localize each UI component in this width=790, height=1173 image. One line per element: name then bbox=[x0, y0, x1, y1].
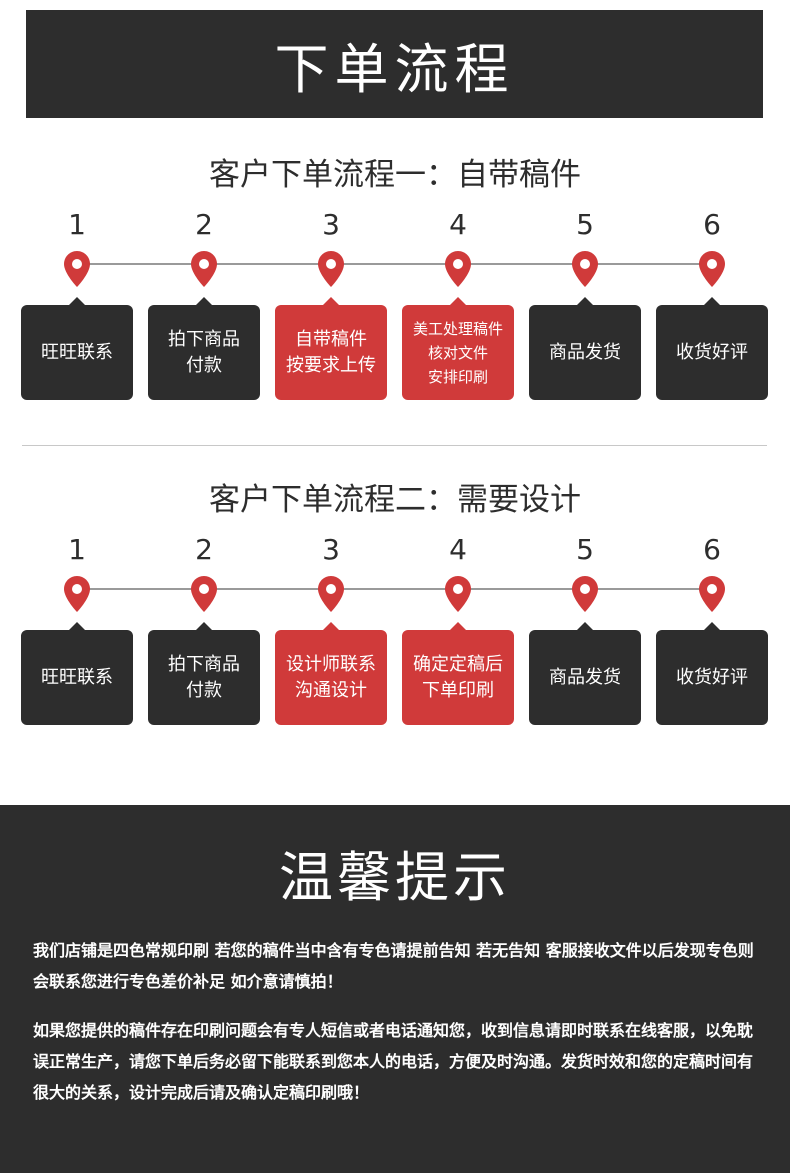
location-pin-icon bbox=[699, 251, 725, 287]
location-pin-icon bbox=[191, 251, 217, 287]
location-pin-icon bbox=[191, 576, 217, 612]
notice-section: 温馨提示 我们店铺是四色常规印刷 若您的稿件当中含有专色请提前告知 若无告知 客… bbox=[0, 805, 790, 1173]
step-label: 确定定稿后 下单印刷 bbox=[402, 622, 514, 725]
step-number: 6 bbox=[703, 208, 721, 241]
flow-title: 客户下单流程一：自带稿件 bbox=[209, 157, 581, 193]
step-label: 旺旺联系 bbox=[21, 622, 133, 725]
flow-step: 4 确定定稿后 下单印刷 bbox=[402, 533, 514, 725]
location-pin-icon bbox=[318, 576, 344, 612]
notice-paragraph: 如果您提供的稿件存在印刷问题会有专人短信或者电话通知您，收到信息请即时联系在线客… bbox=[33, 1021, 754, 1102]
step-label: 美工处理稿件 核对文件 安排印刷 bbox=[402, 297, 514, 400]
notice-paragraph: 我们店铺是四色常规印刷 若您的稿件当中含有专色请提前告知 若无告知 客服接收文件… bbox=[33, 941, 754, 991]
step-label: 自带稿件 按要求上传 bbox=[275, 297, 387, 400]
step-number: 1 bbox=[68, 533, 86, 566]
location-pin-icon bbox=[64, 251, 90, 287]
location-pin-icon bbox=[64, 576, 90, 612]
step-number: 3 bbox=[322, 208, 340, 241]
step-number: 2 bbox=[195, 533, 213, 566]
flow-title: 客户下单流程二：需要设计 bbox=[209, 482, 581, 518]
flow-step: 2 拍下商品 付款 bbox=[148, 533, 260, 725]
notice-title: 温馨提示 bbox=[279, 846, 511, 909]
flow-step: 1 旺旺联系 bbox=[21, 533, 133, 725]
flow-step: 3 自带稿件 按要求上传 bbox=[275, 208, 387, 400]
location-pin-icon bbox=[699, 576, 725, 612]
flow-step: 4 美工处理稿件 核对文件 安排印刷 bbox=[402, 208, 514, 400]
location-pin-icon bbox=[572, 576, 598, 612]
step-label: 设计师联系 沟通设计 bbox=[275, 622, 387, 725]
step-number: 5 bbox=[576, 208, 594, 241]
step-number: 4 bbox=[449, 208, 467, 241]
page-title: 下单流程 bbox=[274, 37, 515, 101]
location-pin-icon bbox=[445, 251, 471, 287]
flow-step: 5 商品发货 bbox=[529, 533, 641, 725]
step-label: 收货好评 bbox=[656, 297, 768, 400]
flow-step: 6 收货好评 bbox=[656, 533, 768, 725]
section-divider bbox=[22, 445, 767, 446]
step-number: 1 bbox=[68, 208, 86, 241]
flow-one: 客户下单流程一：自带稿件 1 旺旺联系 2 拍下商品 付款 3 自带稿件 按要求… bbox=[0, 155, 790, 425]
timeline-line bbox=[75, 263, 709, 265]
step-label: 收货好评 bbox=[656, 622, 768, 725]
flow-step: 1 旺旺联系 bbox=[21, 208, 133, 400]
step-number: 3 bbox=[322, 533, 340, 566]
step-label: 拍下商品 付款 bbox=[148, 297, 260, 400]
location-pin-icon bbox=[445, 576, 471, 612]
step-number: 4 bbox=[449, 533, 467, 566]
step-number: 5 bbox=[576, 533, 594, 566]
step-number: 6 bbox=[703, 533, 721, 566]
step-number: 2 bbox=[195, 208, 213, 241]
step-label: 旺旺联系 bbox=[21, 297, 133, 400]
step-label: 拍下商品 付款 bbox=[148, 622, 260, 725]
step-label: 商品发货 bbox=[529, 622, 641, 725]
timeline-line bbox=[75, 588, 709, 590]
flow-step: 6 收货好评 bbox=[656, 208, 768, 400]
page-title-banner: 下单流程 bbox=[26, 10, 763, 118]
flow-step: 2 拍下商品 付款 bbox=[148, 208, 260, 400]
location-pin-icon bbox=[572, 251, 598, 287]
flow-step: 3 设计师联系 沟通设计 bbox=[275, 533, 387, 725]
location-pin-icon bbox=[318, 251, 344, 287]
flow-step: 5 商品发货 bbox=[529, 208, 641, 400]
step-label: 商品发货 bbox=[529, 297, 641, 400]
flow-two: 客户下单流程二：需要设计 1 旺旺联系 2 拍下商品 付款 3 设计师联系 沟通… bbox=[0, 480, 790, 750]
